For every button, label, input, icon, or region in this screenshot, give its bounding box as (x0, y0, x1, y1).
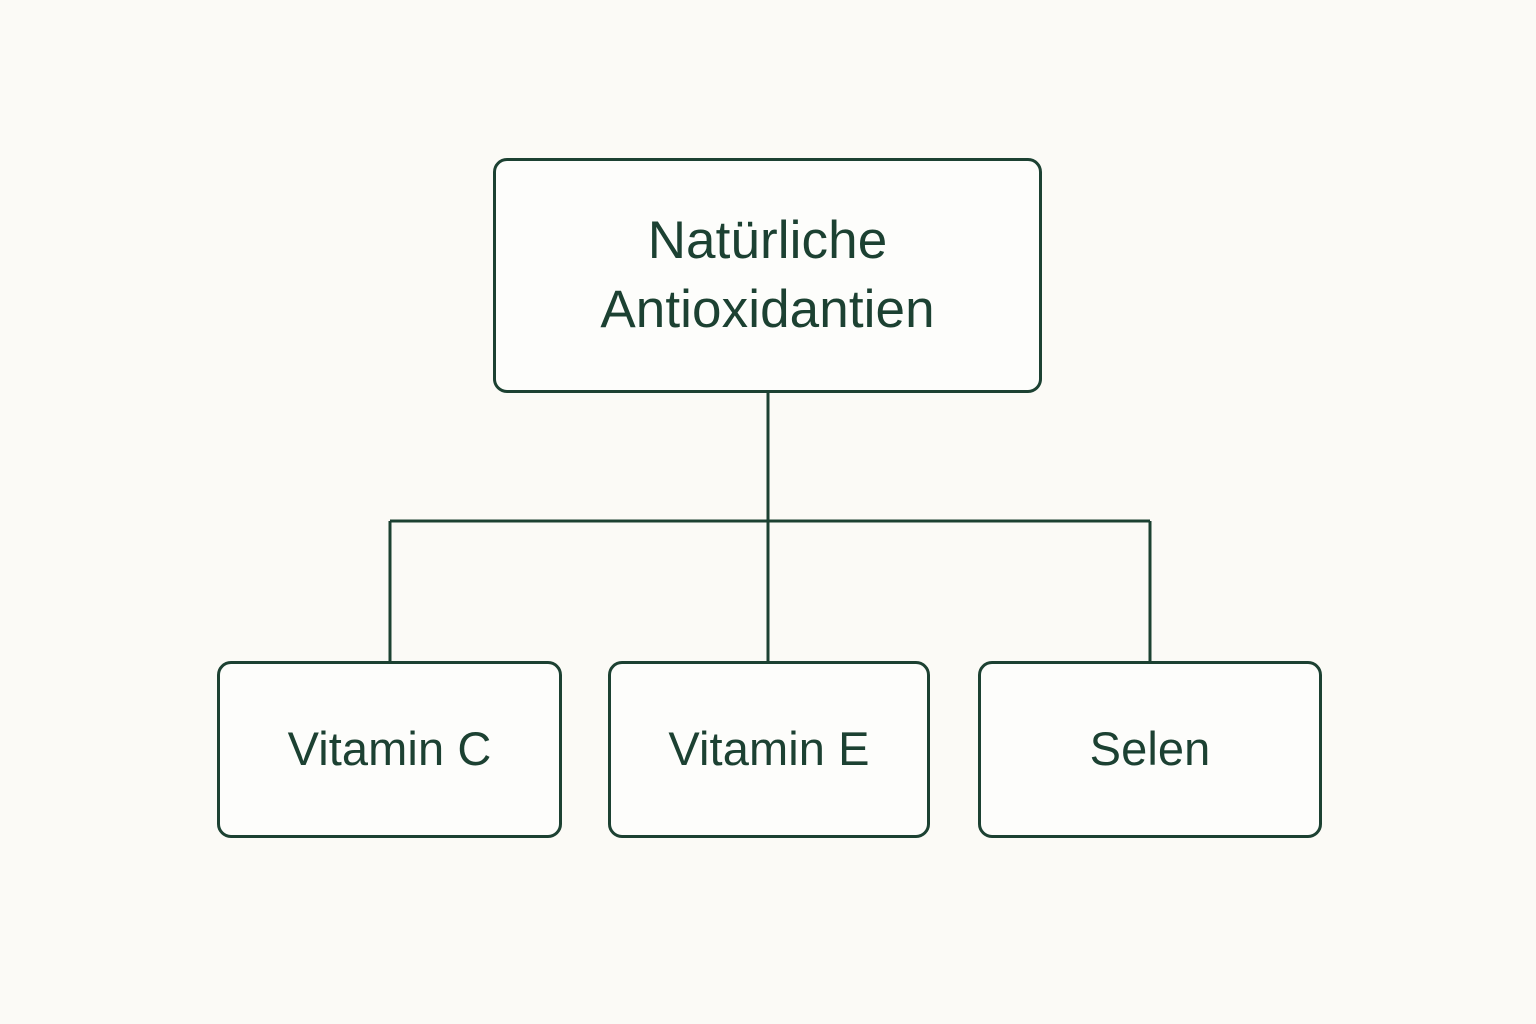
node-root-label: Natürliche Antioxidantien (600, 210, 935, 339)
node-root[interactable]: Natürliche Antioxidantien (493, 158, 1042, 393)
node-vitamin-e-label: Vitamin E (668, 722, 870, 776)
node-vitamin-c-label: Vitamin C (287, 722, 492, 776)
node-vitamin-e[interactable]: Vitamin E (608, 661, 930, 838)
node-selen[interactable]: Selen (978, 661, 1322, 838)
node-vitamin-c[interactable]: Vitamin C (217, 661, 562, 838)
node-selen-label: Selen (1089, 722, 1211, 776)
